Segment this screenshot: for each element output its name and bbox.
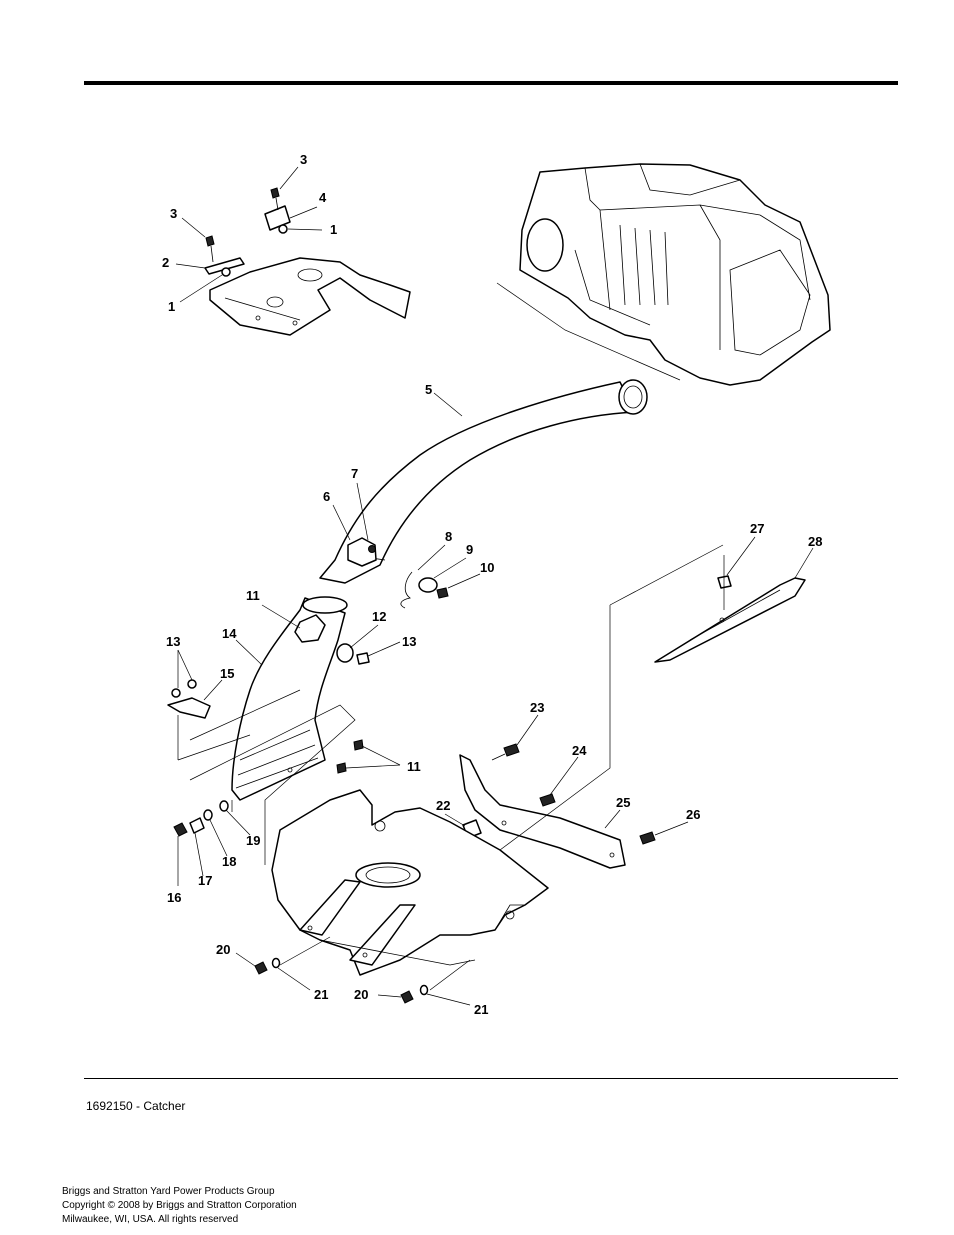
callout-13-right: 13 xyxy=(402,634,416,649)
hardware-16-19 xyxy=(173,800,229,837)
callout-20-left: 20 xyxy=(216,942,230,957)
footer-location: Milwaukee, WI, USA. All rights reserved xyxy=(62,1214,239,1225)
catcher-bag xyxy=(519,163,831,386)
callout-26: 26 xyxy=(686,807,700,822)
callout-11-upper: 11 xyxy=(246,588,260,603)
callout-10: 10 xyxy=(480,560,494,575)
callout-1-left: 1 xyxy=(168,299,175,314)
callout-15: 15 xyxy=(220,666,234,681)
knob-hardware-upper xyxy=(347,537,449,609)
bracket-15 xyxy=(167,679,211,719)
callout-28: 28 xyxy=(808,534,822,549)
bottom-rule xyxy=(84,1078,898,1079)
callout-21-right: 21 xyxy=(474,1002,488,1017)
callout-27: 27 xyxy=(750,521,764,536)
lower-housing xyxy=(254,789,549,1004)
callout-1-top: 1 xyxy=(330,222,337,237)
footer: Briggs and Stratton Yard Power Products … xyxy=(62,1185,297,1227)
callout-3-left: 3 xyxy=(170,206,177,221)
callout-3-top: 3 xyxy=(300,152,307,167)
blade xyxy=(654,575,806,663)
callout-11-lower: 11 xyxy=(407,759,421,774)
callouts: 3 4 1 3 2 1 5 7 6 8 9 10 11 12 13 13 14 … xyxy=(162,152,822,1017)
callout-20-right: 20 xyxy=(354,987,368,1002)
callout-24: 24 xyxy=(572,743,587,758)
callout-6: 6 xyxy=(323,489,330,504)
callout-9: 9 xyxy=(466,542,473,557)
callout-22: 22 xyxy=(436,798,450,813)
callout-5: 5 xyxy=(425,382,432,397)
footer-company: Briggs and Stratton Yard Power Products … xyxy=(62,1186,275,1197)
callout-2: 2 xyxy=(162,255,169,270)
deflector-plate xyxy=(204,187,411,336)
callout-16: 16 xyxy=(167,890,181,905)
callout-18: 18 xyxy=(222,854,236,869)
callout-21-left: 21 xyxy=(314,987,328,1002)
callout-14: 14 xyxy=(222,626,237,641)
chute-extension xyxy=(231,596,370,801)
callout-25: 25 xyxy=(616,795,630,810)
callout-23: 23 xyxy=(530,700,544,715)
mounting-plate xyxy=(336,739,656,869)
callout-12: 12 xyxy=(372,609,386,624)
footer-copyright: Copyright © 2008 by Briggs and Stratton … xyxy=(62,1200,297,1211)
leader-lines xyxy=(175,166,814,1006)
callout-4: 4 xyxy=(319,190,327,205)
callout-17: 17 xyxy=(198,873,212,888)
callout-7: 7 xyxy=(351,466,358,481)
top-rule xyxy=(84,81,898,85)
diagram-caption: 1692150 - Catcher xyxy=(86,1099,186,1113)
callout-13-left: 13 xyxy=(166,634,180,649)
callout-8: 8 xyxy=(445,529,452,544)
callout-19: 19 xyxy=(246,833,260,848)
chute-tube xyxy=(319,379,648,584)
